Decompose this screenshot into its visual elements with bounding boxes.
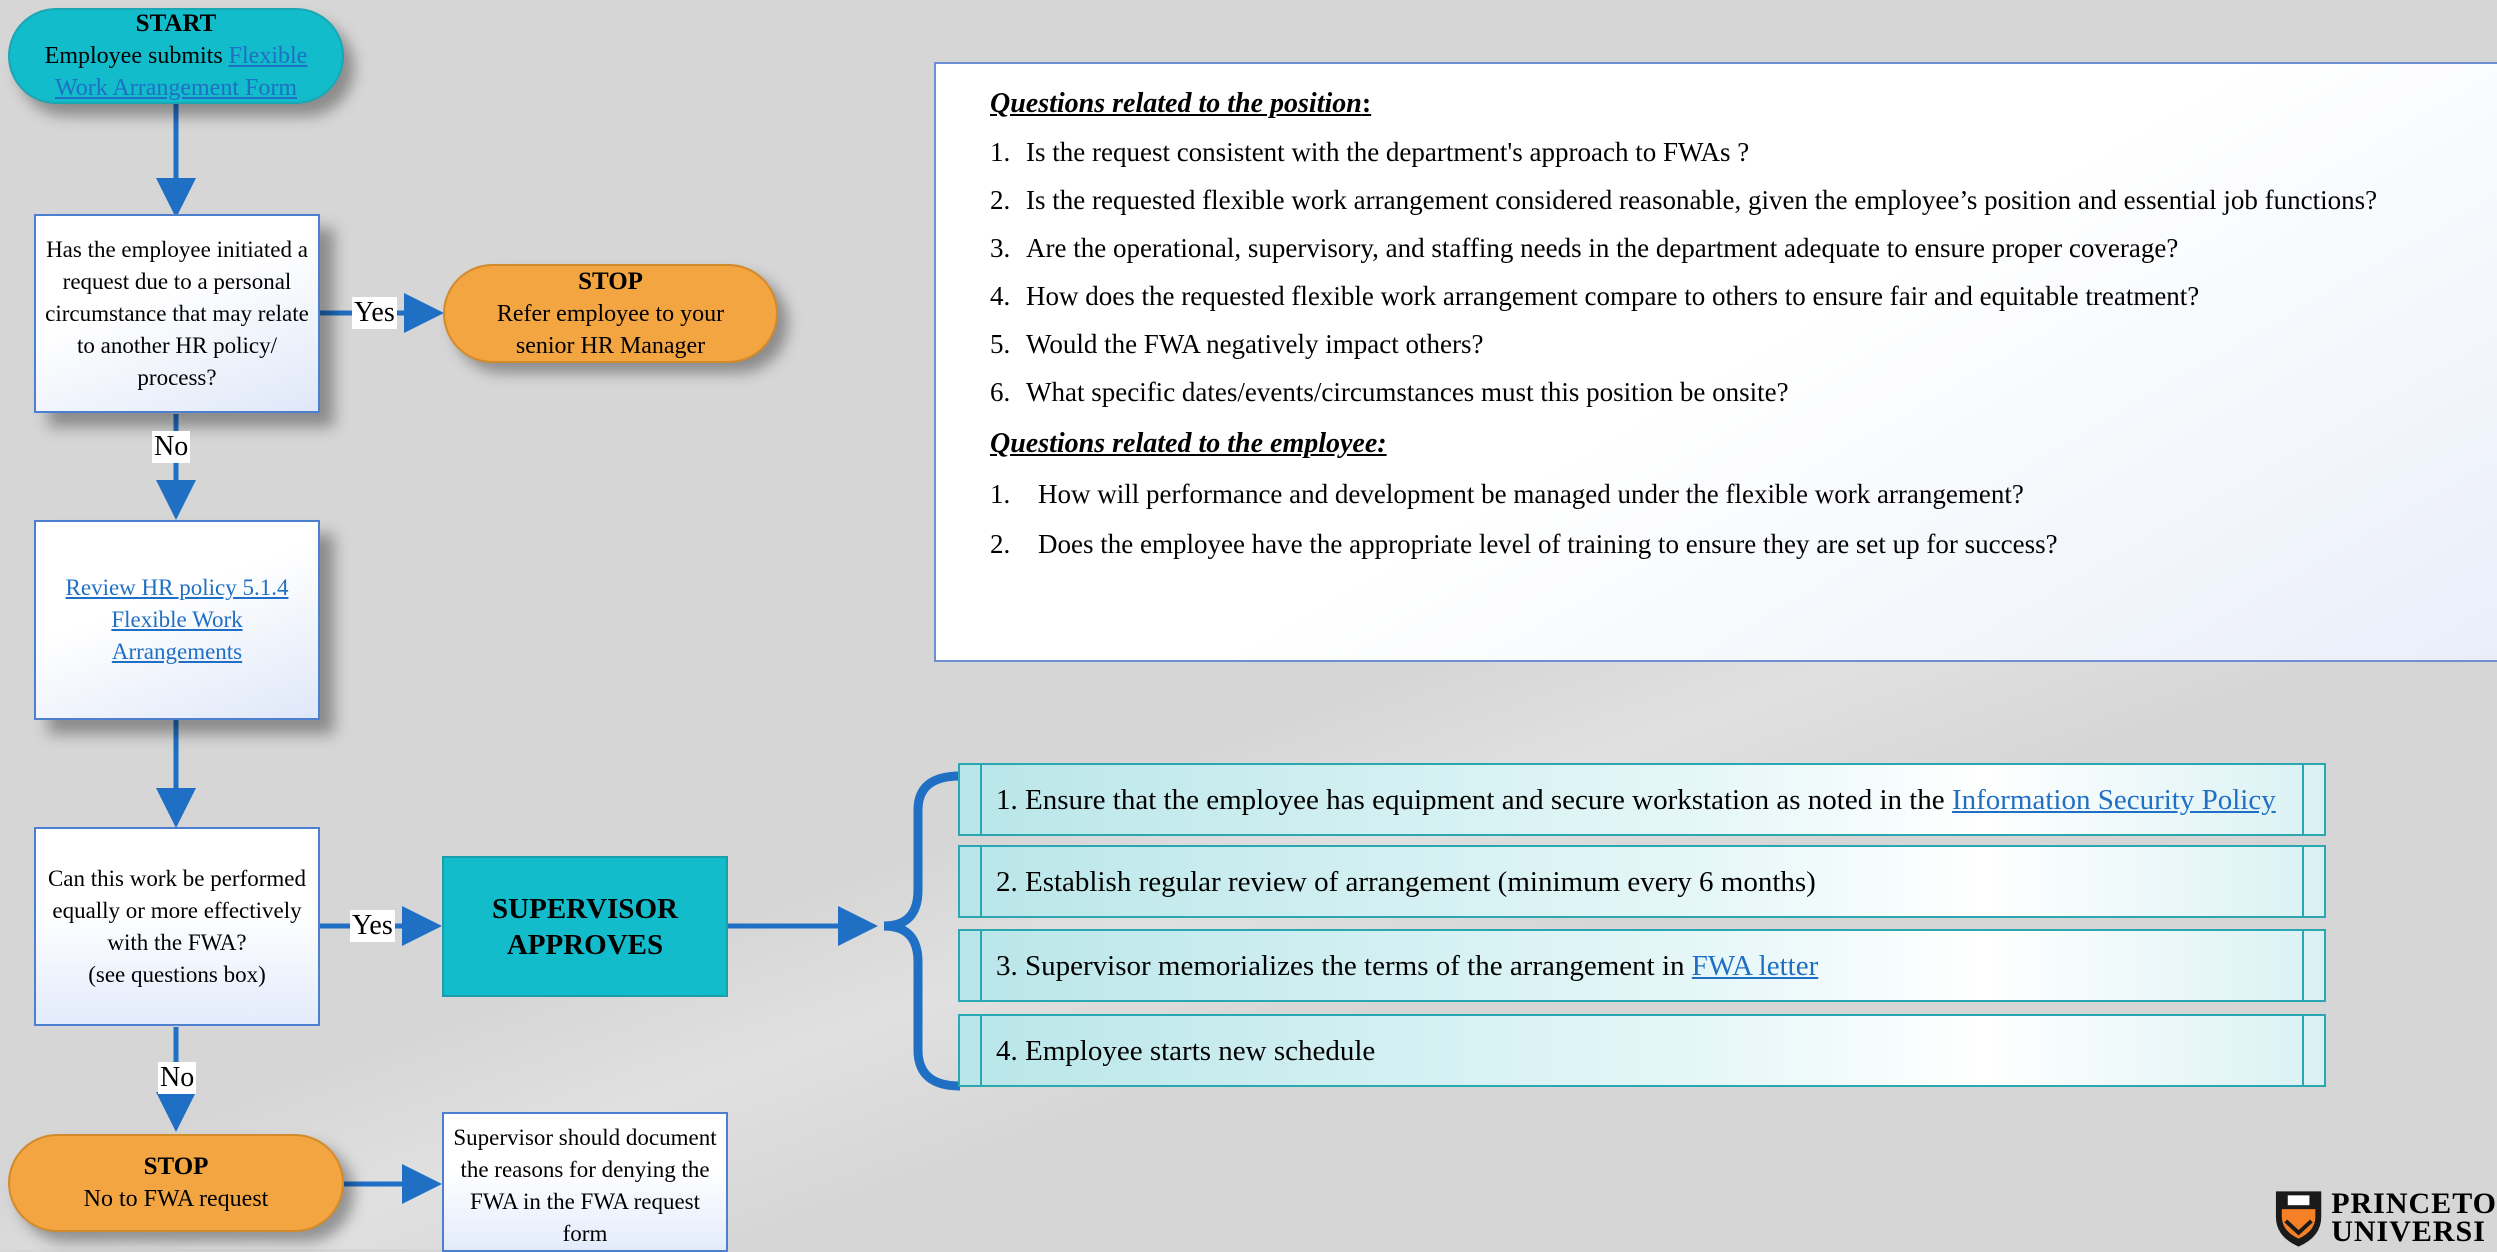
employee-question: 1. How will performance and development b… xyxy=(990,476,2497,512)
stop1-text: Refer employee to your senior HR Manager xyxy=(496,300,725,359)
supervisor-approves-node: SUPERVISOR APPROVES xyxy=(442,856,728,997)
start-node: START Employee submits Flexible Work Arr… xyxy=(8,8,344,104)
decision-personal-circumstance: Has the employee initiated a request due… xyxy=(34,214,320,413)
position-question: 2. Is the requested flexible work arrange… xyxy=(990,182,2497,218)
princeton-shield-icon xyxy=(2275,1190,2322,1247)
question-number: 5. xyxy=(990,329,1011,359)
employee-question: 2. Does the employee have the appropriate… xyxy=(990,526,2497,562)
position-question: 3. Are the operational, supervisory, and … xyxy=(990,230,2497,266)
question-number: 4. xyxy=(990,281,1011,311)
step-2: 2. Establish regular review of arrangeme… xyxy=(958,845,2326,918)
step-divider xyxy=(980,847,982,916)
step-divider xyxy=(980,1016,982,1085)
princeton-logo: PRINCETO UNIVERSI xyxy=(2272,1186,2497,1249)
question-number: 6. xyxy=(990,377,1011,407)
step-divider xyxy=(2302,931,2304,1000)
step-divider xyxy=(2302,1016,2304,1085)
position-question: 4. How does the requested flexible work a… xyxy=(990,278,2497,314)
yes-label-1: Yes xyxy=(352,297,397,329)
logo-line1: PRINCETO xyxy=(2331,1186,2497,1220)
stop-no-fwa-node: STOP No to FWA request xyxy=(8,1134,344,1232)
fwa-letter-link[interactable]: FWA letter xyxy=(1691,949,1819,982)
question-number: 1. xyxy=(990,479,1011,509)
employee-question-list: 1. How will performance and development b… xyxy=(990,476,2497,562)
question-number: 2. xyxy=(990,185,1011,215)
stop2-text: No to FWA request xyxy=(83,1186,269,1212)
employee-heading: Questions related to the employee: xyxy=(990,428,1387,459)
question-number: 2. xyxy=(990,529,1011,559)
question-text: How does the requested flexible work arr… xyxy=(1026,281,2200,311)
step-divider xyxy=(980,931,982,1000)
position-question: 1. Is the request consistent with the dep… xyxy=(990,134,2497,170)
question-text: Does the employee have the appropriate l… xyxy=(1038,529,2058,559)
question-text: Would the FWA negatively impact others? xyxy=(1026,329,1484,359)
hr-policy-link[interactable]: Review HR policy 5.1.4 Flexible Work Arr… xyxy=(65,575,289,664)
question-text: How will performance and development be … xyxy=(1038,479,2024,509)
step2-text: 2. Establish regular review of arrangeme… xyxy=(996,865,1816,898)
step3-text-before: 3. Supervisor memorializes the terms of … xyxy=(996,949,1692,982)
approves-text: SUPERVISOR APPROVES xyxy=(492,892,678,961)
stop1-title: STOP xyxy=(578,267,643,295)
yes-label-2: Yes xyxy=(350,910,395,942)
position-heading: Questions related to the position: xyxy=(990,86,2497,122)
step1-text-before: 1. Ensure that the employee has equipmen… xyxy=(996,783,1952,816)
question-text: Is the requested flexible work arrangeme… xyxy=(1026,185,2378,215)
step4-text: 4. Employee starts new schedule xyxy=(996,1034,1376,1067)
start-title: START xyxy=(135,10,217,37)
position-question: 6. What specific dates/events/circumstanc… xyxy=(990,374,2497,410)
start-text: Employee submits Flexible Work Arrangeme… xyxy=(10,40,342,104)
start-text-before: Employee submits xyxy=(44,43,229,69)
question-text: Are the operational, supervisory, and st… xyxy=(1026,233,2179,263)
question-number: 3. xyxy=(990,233,1011,263)
questions-box: Questions related to the position: 1. Is … xyxy=(934,62,2497,662)
information-security-policy-link[interactable]: Information Security Policy xyxy=(1951,783,2276,816)
step3-text: 3. Supervisor memorializes the terms of … xyxy=(984,949,1818,983)
position-heading-text: Questions related to the position xyxy=(990,88,1362,119)
question-text: Is the request consistent with the depar… xyxy=(1026,137,1750,167)
logo-line2: UNIVERSI xyxy=(2331,1214,2486,1248)
decision1-text: Has the employee initiated a request due… xyxy=(45,236,309,390)
stop-refer-hr-node: STOP Refer employee to your senior HR Ma… xyxy=(443,264,778,363)
question-number: 1. xyxy=(990,137,1011,167)
step-divider xyxy=(2302,847,2304,916)
step-divider xyxy=(980,765,982,834)
position-heading-colon: : xyxy=(1361,88,1372,119)
no-label-1: No xyxy=(152,431,191,463)
document-reasons-node: Supervisor should document the reasons f… xyxy=(442,1112,728,1252)
stop2-title: STOP xyxy=(143,1153,209,1180)
step-3: 3. Supervisor memorializes the terms of … xyxy=(958,929,2326,1002)
step-1: 1. Ensure that the employee has equipmen… xyxy=(958,763,2326,836)
review-policy-node: Review HR policy 5.1.4 Flexible Work Arr… xyxy=(34,520,320,720)
step1-text: 1. Ensure that the employee has equipmen… xyxy=(984,783,2276,817)
document-text: Supervisor should document the reasons f… xyxy=(453,1125,717,1246)
question-text: What specific dates/events/circumstances… xyxy=(1026,377,1789,407)
position-question-list: 1. Is the request consistent with the dep… xyxy=(990,134,2497,410)
decision-work-effectiveness: Can this work be performed equally or mo… xyxy=(34,827,320,1026)
flexible-work-arrangement-form-link[interactable]: Flexible Work Arrangement Form xyxy=(54,43,308,101)
decision2-line2: (see questions box) xyxy=(88,961,266,987)
decision2-line1: Can this work be performed equally or mo… xyxy=(47,865,307,955)
position-question: 5. Would the FWA negatively impact others… xyxy=(990,326,2497,362)
no-label-2: No xyxy=(158,1062,197,1094)
step-4: 4. Employee starts new schedule xyxy=(958,1014,2326,1087)
step-divider xyxy=(2302,765,2304,834)
